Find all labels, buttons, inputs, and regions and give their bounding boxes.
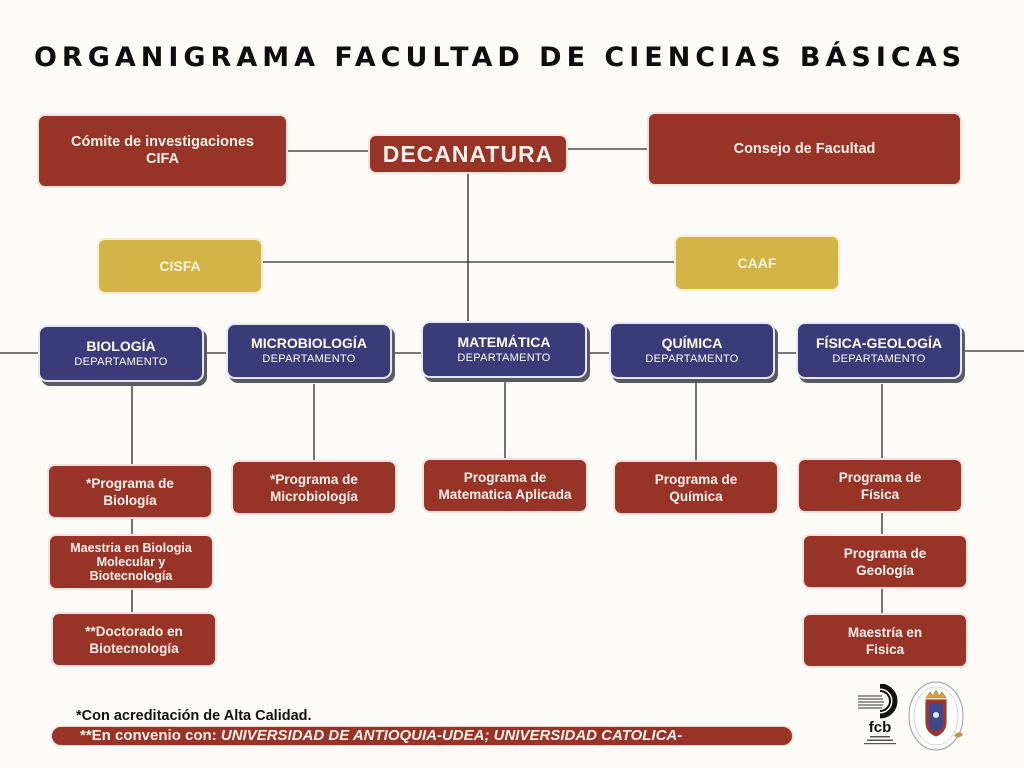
agreement-footnote: **En convenio con: UNIVERSIDAD DE ANTIOQ… — [51, 726, 793, 746]
agreement-prefix: **En convenio con: — [80, 727, 221, 744]
cifa-line2: CIFA — [145, 151, 180, 167]
fcb-label: fcb — [869, 719, 892, 736]
department-biologia[interactable]: BIOLOGÍA DEPARTAMENTO — [38, 325, 204, 382]
program-line: Maestria en Biologia — [70, 541, 192, 555]
program-biologia[interactable]: *Programa de Biología — [47, 464, 213, 519]
program-line: Matematica Aplicada — [438, 486, 572, 502]
program-line: Geología — [856, 562, 914, 578]
fcb-logo: fcb — [852, 683, 908, 750]
program-line: Fisica — [865, 641, 905, 657]
department-name: MATEMÁTICA — [457, 333, 551, 350]
program-line: *Programa de — [86, 475, 174, 491]
consejo-facultad-box[interactable]: Consejo de Facultad — [647, 112, 962, 186]
department-name: BIOLOGÍA — [86, 337, 156, 354]
program-line: Programa de — [843, 545, 927, 561]
fcb-emblem-icon: fcb — [858, 683, 898, 745]
consejo-label: Consejo de Facultad — [733, 140, 876, 157]
program-line: Programa de — [838, 469, 922, 485]
program-line: Física — [860, 486, 900, 502]
program-line: Molecular y — [96, 555, 166, 569]
department-name: MICROBIOLOGÍA — [251, 335, 367, 351]
program-quimica[interactable]: Programa de Química — [613, 460, 779, 515]
cifa-committee-box[interactable]: Cómite de investigaciones CIFA — [37, 114, 288, 188]
decanatura-label: DECANATURA — [382, 140, 554, 167]
program-geologia[interactable]: Programa de Geología — [802, 534, 968, 589]
university-seal-icon — [908, 681, 964, 751]
department-matematica[interactable]: MATEMÁTICA DEPARTAMENTO — [421, 321, 587, 378]
page-title: ORGANIGRAMA FACULTAD DE CIENCIAS BÁSICAS — [33, 42, 967, 73]
program-line: **Doctorado en — [85, 623, 183, 639]
caaf-label: CAAF — [737, 255, 777, 271]
program-line: Programa de — [463, 469, 547, 485]
department-subtitle: DEPARTAMENTO — [832, 352, 926, 365]
department-name: QUÍMICA — [661, 334, 723, 351]
program-line: Programa de — [654, 471, 738, 487]
caaf-box[interactable]: CAAF — [674, 235, 840, 291]
accreditation-footnote: *Con acreditación de Alta Calidad. — [76, 708, 312, 724]
program-line: Biotecnología — [89, 640, 179, 656]
program-microbiologia[interactable]: *Programa de Microbiología — [231, 460, 397, 515]
decanatura-box[interactable]: DECANATURA — [368, 134, 568, 174]
program-maestria-biologia-molecular[interactable]: Maestria en Biologia Molecular y Biotecn… — [48, 534, 214, 590]
program-fisica[interactable]: Programa de Física — [797, 458, 963, 513]
program-line: Biotecnología — [89, 569, 173, 583]
cisfa-box[interactable]: CISFA — [97, 238, 263, 294]
agreement-partners: UNIVERSIDAD DE ANTIOQUIA-UDEA; UNIVERSID… — [220, 727, 683, 744]
program-doctorado-biotecnologia[interactable]: **Doctorado en Biotecnología — [51, 612, 217, 667]
department-subtitle: DEPARTAMENTO — [645, 352, 739, 365]
fcb-caption-art — [864, 736, 896, 745]
program-line: Biología — [103, 492, 157, 508]
program-matematica-aplicada[interactable]: Programa de Matematica Aplicada — [422, 458, 588, 513]
department-microbiologia[interactable]: MICROBIOLOGÍA DEPARTAMENTO — [226, 323, 392, 379]
department-quimica[interactable]: QUÍMICA DEPARTAMENTO — [609, 322, 775, 379]
cisfa-label: CISFA — [159, 258, 201, 274]
program-line: Maestría en — [847, 624, 923, 640]
department-subtitle: DEPARTAMENTO — [457, 351, 551, 364]
department-name: FÍSICA-GEOLOGÍA — [816, 334, 942, 351]
program-line: Microbiología — [270, 488, 358, 504]
university-seal-logo — [904, 678, 974, 754]
program-line: Química — [669, 488, 723, 504]
department-subtitle: DEPARTAMENTO — [262, 353, 356, 365]
department-fisica-geologia[interactable]: FÍSICA-GEOLOGÍA DEPARTAMENTO — [796, 322, 962, 379]
department-subtitle: DEPARTAMENTO — [74, 355, 168, 368]
program-maestria-fisica[interactable]: Maestría en Fisica — [802, 613, 968, 668]
program-line: *Programa de — [270, 471, 358, 487]
cifa-line1: Cómite de investigaciones — [71, 134, 254, 150]
